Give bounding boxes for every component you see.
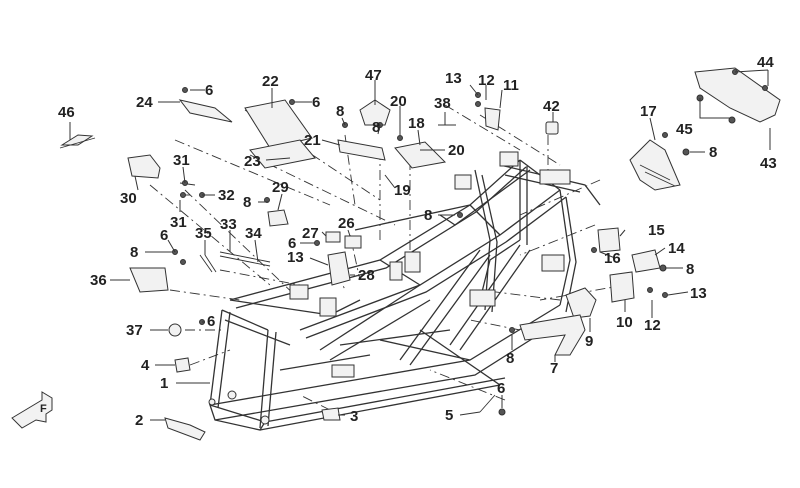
callout-19: 19 bbox=[394, 182, 411, 199]
callout-1: 1 bbox=[160, 375, 168, 392]
callout-8: 8 bbox=[424, 207, 432, 224]
callout-43: 43 bbox=[760, 155, 777, 172]
callout-8: 8 bbox=[372, 119, 380, 136]
callout-5: 5 bbox=[445, 407, 453, 424]
callout-10: 10 bbox=[616, 314, 633, 331]
callout-13: 13 bbox=[287, 249, 304, 266]
detached-parts bbox=[11, 67, 781, 441]
callout-8: 8 bbox=[243, 194, 251, 211]
callout-26: 26 bbox=[338, 215, 355, 232]
callout-16: 16 bbox=[604, 250, 621, 267]
callout-12: 12 bbox=[478, 72, 495, 89]
callout-20: 20 bbox=[448, 142, 465, 159]
callout-15: 15 bbox=[648, 222, 665, 239]
callout-45: 45 bbox=[676, 121, 693, 138]
callout-46: 46 bbox=[58, 104, 75, 121]
callout-31: 31 bbox=[173, 152, 190, 169]
callout-32: 32 bbox=[218, 187, 235, 204]
callout-38: 38 bbox=[434, 95, 451, 112]
callout-31: 31 bbox=[170, 214, 187, 231]
callout-30: 30 bbox=[120, 190, 137, 207]
callout-29: 29 bbox=[272, 179, 289, 196]
callout-18: 18 bbox=[408, 115, 425, 132]
callout-13: 13 bbox=[690, 285, 707, 302]
callout-13: 13 bbox=[445, 70, 462, 87]
front-direction-label: F bbox=[40, 403, 47, 415]
callout-11: 11 bbox=[503, 77, 519, 94]
callout-8: 8 bbox=[130, 244, 138, 261]
callout-6: 6 bbox=[160, 227, 168, 244]
callout-4: 4 bbox=[141, 357, 150, 374]
callout-6: 6 bbox=[288, 235, 296, 252]
callout-8: 8 bbox=[336, 103, 344, 120]
callout-36: 36 bbox=[90, 272, 107, 289]
callout-42: 42 bbox=[543, 98, 560, 115]
callout-33: 33 bbox=[220, 216, 237, 233]
callout-8: 8 bbox=[506, 350, 514, 367]
callout-44: 44 bbox=[757, 54, 774, 71]
callout-6: 6 bbox=[312, 94, 320, 111]
callout-6: 6 bbox=[497, 380, 505, 397]
callout-21: 21 bbox=[304, 132, 321, 149]
callout-8: 8 bbox=[709, 144, 717, 161]
callout-6: 6 bbox=[207, 313, 215, 330]
front-direction-arrow-icon bbox=[11, 391, 53, 429]
callout-23: 23 bbox=[244, 153, 261, 170]
callout-22: 22 bbox=[262, 73, 279, 90]
callout-28: 28 bbox=[358, 267, 375, 284]
callout-35: 35 bbox=[195, 225, 212, 242]
callout-3: 3 bbox=[350, 408, 358, 425]
callout-14: 14 bbox=[668, 240, 685, 257]
callout-12: 12 bbox=[644, 317, 661, 334]
callout-2: 2 bbox=[135, 412, 143, 429]
callout-6: 6 bbox=[205, 82, 213, 99]
callout-17: 17 bbox=[640, 103, 657, 120]
callout-7: 7 bbox=[550, 360, 558, 377]
leader-lines bbox=[69, 69, 771, 421]
callout-27: 27 bbox=[302, 225, 319, 242]
callout-24: 24 bbox=[136, 94, 153, 111]
callout-8: 8 bbox=[686, 261, 694, 278]
callout-20: 20 bbox=[390, 93, 407, 110]
callout-37: 37 bbox=[126, 322, 143, 339]
callout-labels: 46 24 6 22 6 47 13 12 11 38 42 20 8 8 18… bbox=[40, 54, 777, 429]
callout-47: 47 bbox=[365, 67, 382, 84]
callout-9: 9 bbox=[585, 333, 593, 350]
callout-34: 34 bbox=[245, 225, 262, 242]
